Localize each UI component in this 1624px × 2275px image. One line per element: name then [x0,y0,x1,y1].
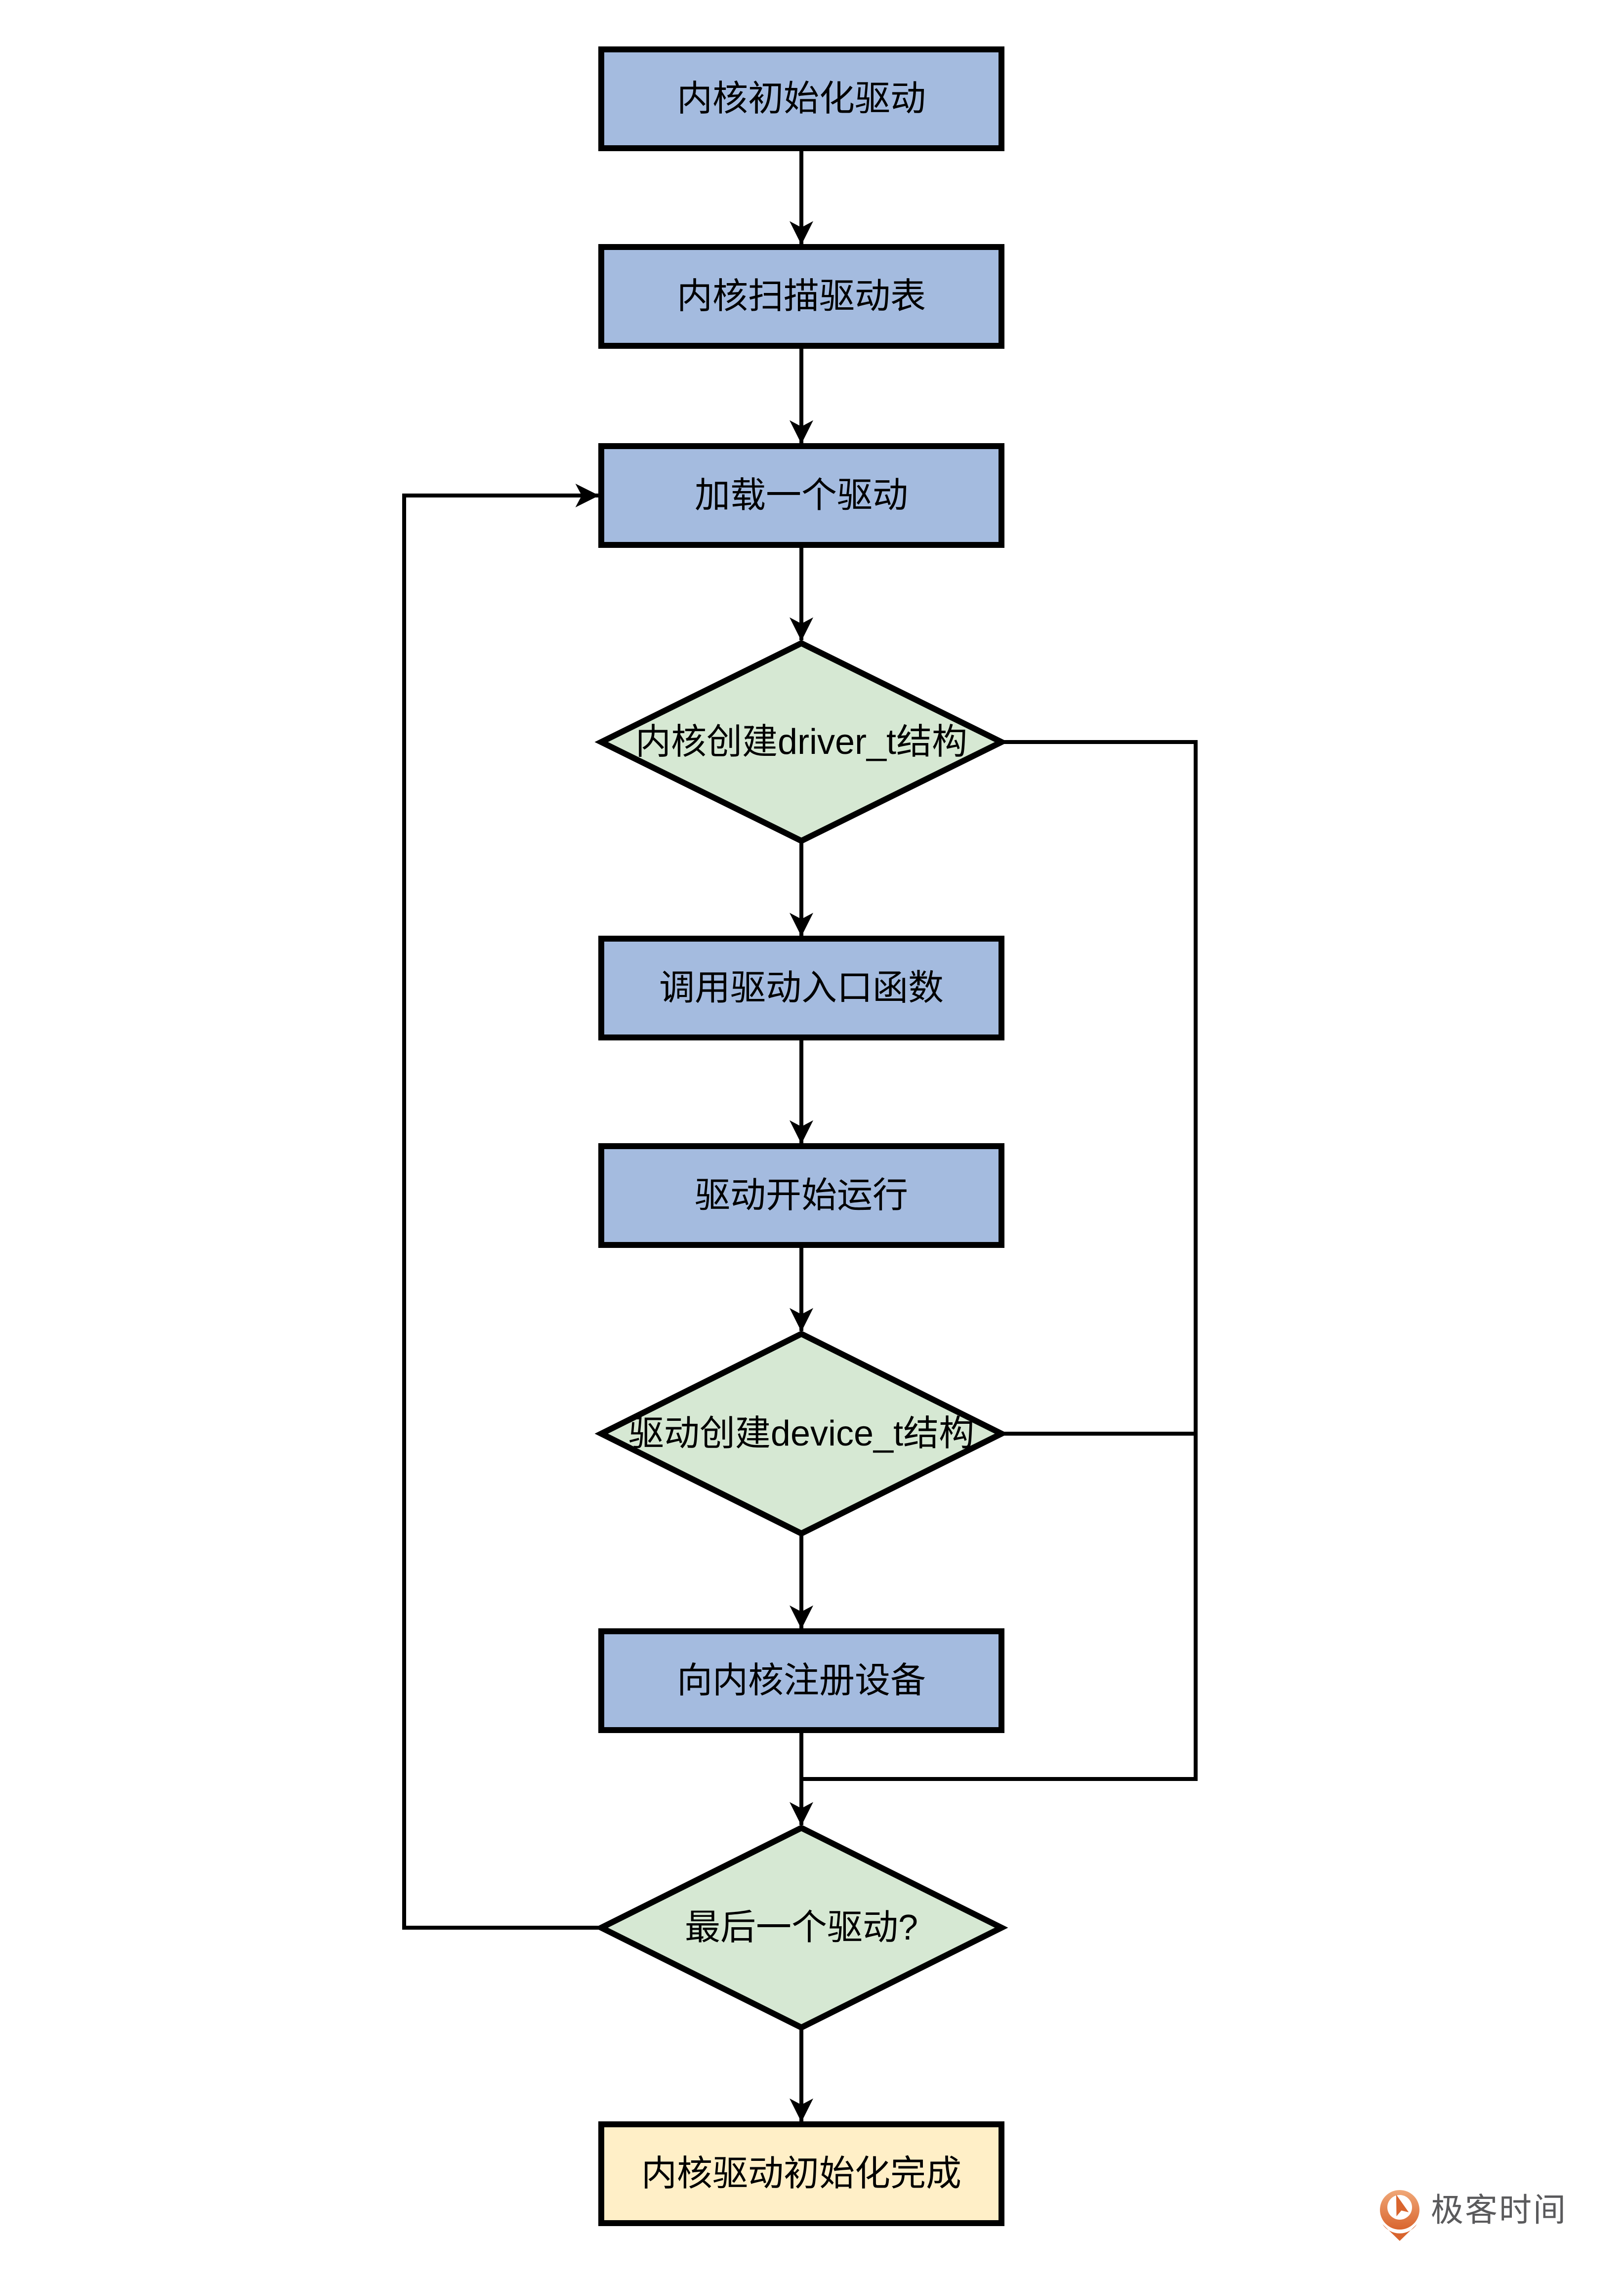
geektime-pin-icon [1380,2190,1419,2241]
node-label: 向内核注册设备 [677,1661,926,1700]
connectors [402,148,1198,2122]
decision-diamond [594,1330,1008,1537]
node-kernel-init-driver: 内核初始化驱动 [598,46,1004,151]
process-box [598,936,1004,1040]
node-label: 内核驱动初始化完成 [641,2154,961,2193]
node-kernel-driver-init-complete: 内核驱动初始化完成 [598,2121,1004,2226]
decision-driver-create-device-t: 驱动创建device_t结构 [594,1330,1008,1537]
decision-diamond [594,1824,1008,2031]
node-label: 加载一个驱动 [695,476,908,515]
geektime-logo-text: 极客时间 [1431,2192,1567,2228]
edge-d3-loop-n3 [402,484,601,1930]
process-box [598,1143,1004,1248]
process-box [598,1628,1004,1733]
edge-d1-right-branch [803,740,1198,1781]
node-label: 驱动开始运行 [695,1176,908,1215]
node-label: 驱动创建device_t结构 [628,1414,974,1453]
node-label: 内核创建driver_t结构 [635,722,967,762]
process-box [598,244,1004,349]
process-box [598,46,1004,151]
decision-diamond [594,640,1008,844]
decision-last-driver: 最后一个驱动? [594,1824,1008,2031]
node-register-device-with-kernel: 向内核注册设备 [598,1628,1004,1733]
terminal-box [598,2121,1004,2226]
process-box [598,443,1004,548]
pin-tail [1382,2224,1417,2241]
pin-needle [1396,2194,1409,2217]
node-label: 最后一个驱动? [685,1908,918,1947]
geektime-logo: 极客时间 [1380,2190,1567,2241]
decision-kernel-create-driver-t: 内核创建driver_t结构 [594,640,1008,844]
node-call-driver-entry: 调用驱动入口函数 [598,936,1004,1040]
node-load-one-driver: 加载一个驱动 [598,443,1004,548]
node-label: 内核初始化驱动 [677,79,926,119]
node-driver-starts-running: 驱动开始运行 [598,1143,1004,1248]
node-label: 调用驱动入口函数 [659,968,944,1008]
node-label: 内核扫描驱动表 [677,277,926,316]
node-kernel-scan-driver-table: 内核扫描驱动表 [598,244,1004,349]
